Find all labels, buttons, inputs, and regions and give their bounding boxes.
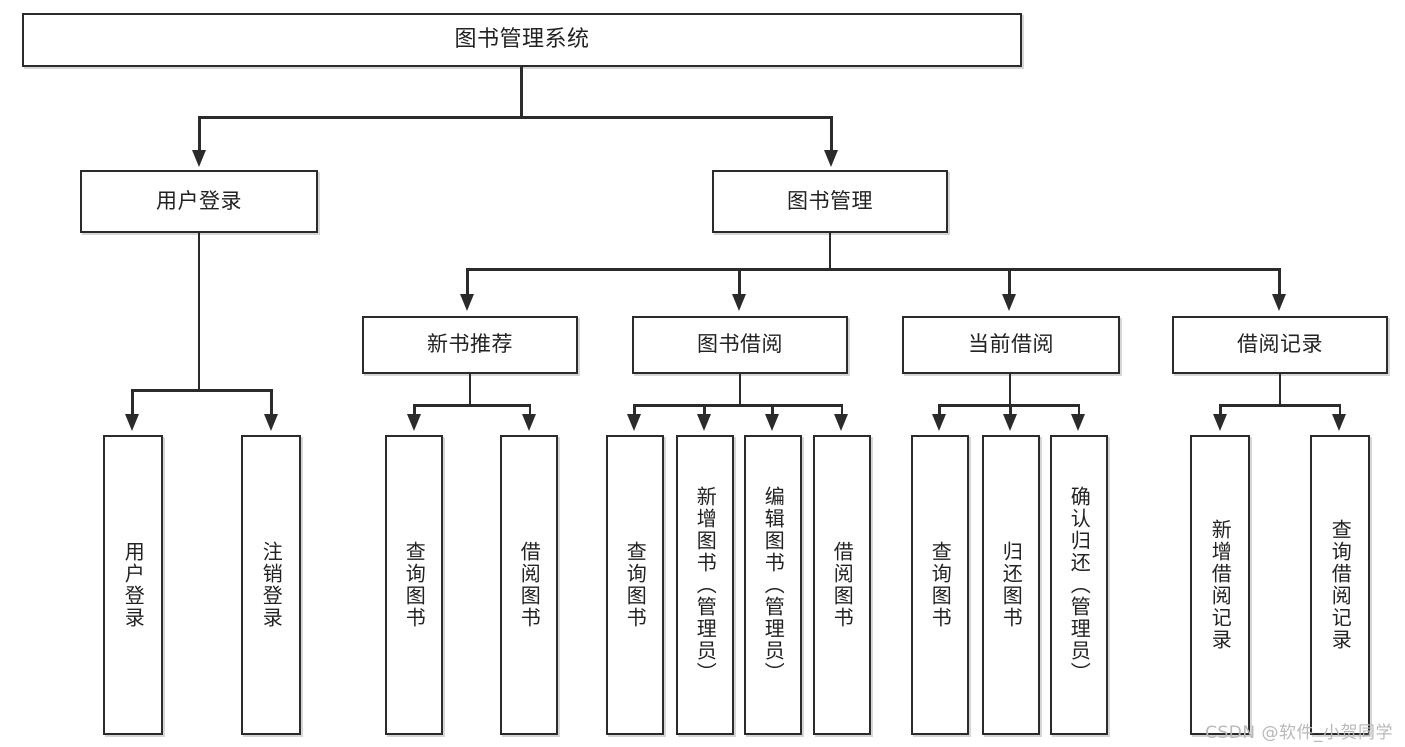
- node-root-book-management-system[interactable]: 图书管理系统: [22, 13, 1022, 67]
- connector-cb-leaf-3: [1077, 404, 1080, 417]
- node-label: 图书借阅: [697, 332, 783, 357]
- connector-br-leaf-1: [1219, 404, 1222, 417]
- leaf-bb-borrow-book[interactable]: 借阅图书: [813, 435, 871, 735]
- node-label: 确认归还（管理员）: [1067, 486, 1092, 684]
- connector-to-book-borrow: [738, 268, 741, 297]
- node-label: 新增借阅记录: [1208, 519, 1233, 651]
- connector-root-stem: [520, 67, 523, 118]
- arrow-user-login-to-leaf-1: [124, 414, 139, 431]
- arrow-bb-leaf-1: [626, 414, 641, 431]
- node-label: 图书管理: [787, 188, 873, 213]
- node-label: 借阅图书: [517, 541, 542, 629]
- leaf-bb-edit-book-admin[interactable]: 编辑图书（管理员）: [744, 435, 802, 735]
- connector-user-login-to-leaf-2: [270, 389, 273, 417]
- connector-level3-bus: [466, 268, 1280, 271]
- leaf-br-query-record[interactable]: 查询借阅记录: [1310, 435, 1370, 735]
- arrow-cb-leaf-1: [931, 414, 946, 431]
- node-label: 归还图书: [999, 541, 1024, 629]
- connector-bb-leaf-1: [633, 404, 636, 417]
- node-label: 新书推荐: [427, 332, 513, 357]
- leaf-cb-query-book[interactable]: 查询图书: [911, 435, 969, 735]
- node-label: 编辑图书（管理员）: [761, 486, 786, 684]
- node-book-borrow[interactable]: 图书借阅: [632, 316, 848, 374]
- node-current-borrow[interactable]: 当前借阅: [902, 316, 1120, 374]
- arrow-root-to-book-management: [823, 150, 838, 167]
- node-new-book-recommend[interactable]: 新书推荐: [362, 316, 578, 374]
- leaf-cb-return-book[interactable]: 归还图书: [982, 435, 1040, 735]
- leaf-nbr-borrow-book[interactable]: 借阅图书: [500, 435, 558, 735]
- connector-borrow-record-bus: [1219, 404, 1341, 407]
- node-user-login[interactable]: 用户登录: [80, 170, 318, 233]
- arrow-bb-leaf-4: [834, 414, 848, 431]
- connector-user-login-stem: [197, 233, 201, 391]
- node-label: 新增图书（管理员）: [693, 486, 718, 684]
- node-label: 用户登录: [121, 541, 146, 629]
- arrow-bb-leaf-2: [696, 414, 711, 431]
- connector-user-login-to-leaf-1: [131, 389, 134, 417]
- connector-current-borrow-stem: [1008, 374, 1012, 406]
- node-label: 用户登录: [156, 188, 242, 213]
- connector-borrow-record-stem: [1278, 374, 1282, 406]
- arrow-root-to-user-login: [191, 150, 206, 167]
- connector-bb-leaf-4: [840, 404, 843, 417]
- connector-root-bus: [198, 116, 832, 119]
- node-label: 查询图书: [402, 541, 427, 629]
- connector-book-borrow-stem: [738, 374, 742, 406]
- leaf-user-login-logout[interactable]: 注销登录: [241, 435, 301, 735]
- arrow-nbr-leaf-1: [406, 414, 421, 431]
- connector-br-leaf-2: [1338, 404, 1341, 417]
- leaf-bb-query-book[interactable]: 查询图书: [606, 435, 664, 735]
- node-book-management[interactable]: 图书管理: [712, 170, 948, 233]
- node-borrow-record[interactable]: 借阅记录: [1172, 316, 1388, 374]
- arrow-br-leaf-2: [1332, 414, 1346, 431]
- connector-bb-leaf-3: [771, 404, 774, 417]
- connector-user-login-bus: [131, 389, 273, 392]
- arrow-br-leaf-1: [1212, 414, 1227, 431]
- leaf-bb-add-book-admin[interactable]: 新增图书（管理员）: [676, 435, 734, 735]
- leaf-cb-confirm-return-admin[interactable]: 确认归还（管理员）: [1050, 435, 1108, 735]
- connector-nbr-leaf-1: [413, 404, 416, 417]
- arrow-to-borrow-record: [1271, 294, 1286, 311]
- connector-to-borrow-record: [1278, 268, 1281, 297]
- leaf-user-login-login[interactable]: 用户登录: [103, 435, 163, 735]
- connector-book-management-stem: [828, 233, 832, 270]
- connector-root-to-book-management: [830, 116, 833, 153]
- connector-cb-leaf-1: [938, 404, 941, 417]
- node-label: 查询借阅记录: [1328, 519, 1353, 651]
- arrow-to-new-book-recommend: [459, 294, 474, 311]
- leaf-nbr-query-book[interactable]: 查询图书: [385, 435, 443, 735]
- connector-to-new-book-recommend: [466, 268, 469, 297]
- connector-to-current-borrow: [1008, 268, 1011, 297]
- arrow-cb-leaf-3: [1071, 414, 1085, 431]
- connector-new-book-recommend-bus: [413, 404, 531, 407]
- node-label: 借阅记录: [1237, 332, 1323, 357]
- connector-cb-leaf-2: [1009, 404, 1012, 417]
- connector-book-borrow-bus: [633, 404, 843, 407]
- arrow-bb-leaf-3: [764, 414, 779, 431]
- arrow-to-book-borrow: [731, 294, 746, 311]
- arrow-cb-leaf-2: [1002, 414, 1017, 431]
- connector-root-to-user-login: [198, 116, 201, 153]
- node-label: 查询图书: [928, 541, 953, 629]
- csdn-watermark: CSDN @软件_小贺同学: [1205, 723, 1393, 743]
- node-label: 当前借阅: [968, 332, 1054, 357]
- arrow-nbr-leaf-2: [522, 414, 536, 431]
- arrow-user-login-to-leaf-2: [263, 414, 278, 431]
- node-label: 注销登录: [259, 541, 284, 629]
- connector-new-book-recommend-stem: [468, 374, 472, 406]
- arrow-to-current-borrow: [1001, 294, 1016, 311]
- node-label: 借阅图书: [830, 541, 855, 629]
- connector-nbr-leaf-2: [528, 404, 531, 417]
- node-label: 查询图书: [623, 541, 648, 629]
- node-label: 图书管理系统: [454, 26, 590, 52]
- connector-bb-leaf-2: [703, 404, 706, 417]
- leaf-br-add-record[interactable]: 新增借阅记录: [1190, 435, 1250, 735]
